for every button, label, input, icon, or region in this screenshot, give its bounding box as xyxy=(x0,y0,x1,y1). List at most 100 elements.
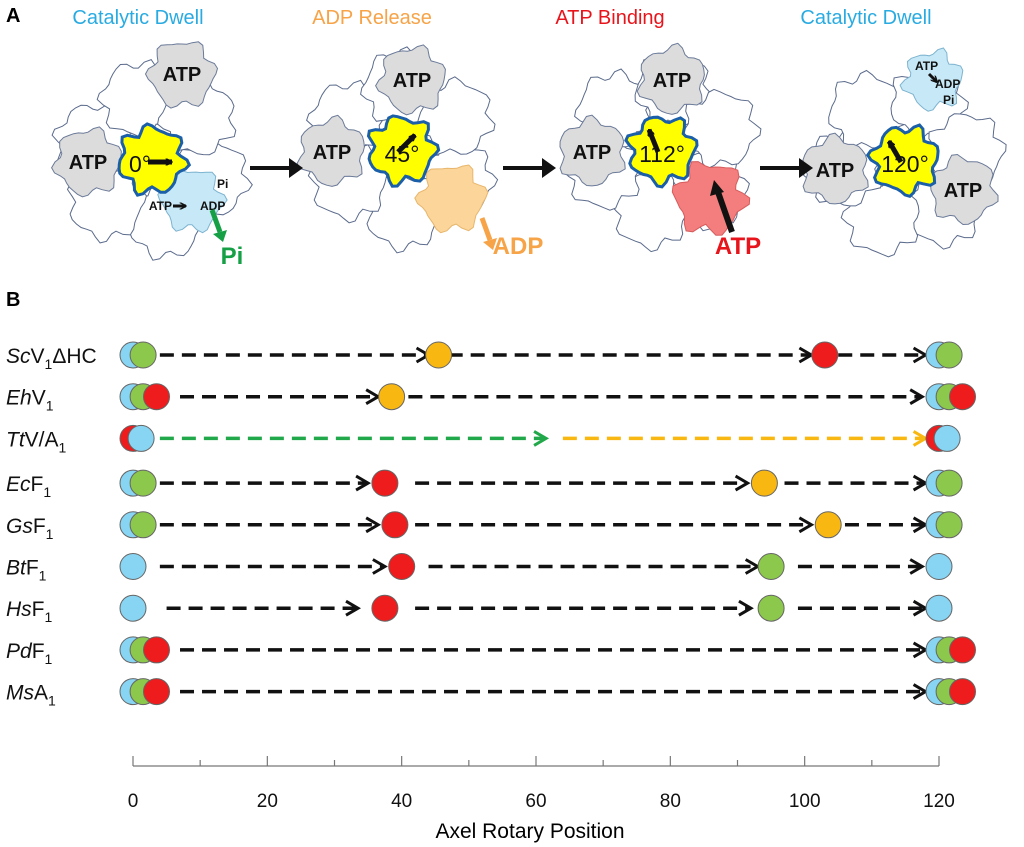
state-dot-red xyxy=(811,341,839,369)
row-1: ScV1ΔHC xyxy=(6,341,963,372)
x-axis-title: Axel Rotary Position xyxy=(435,820,624,843)
state-dot-green xyxy=(935,341,963,369)
sub-top-shape xyxy=(144,41,219,109)
state-dot-green xyxy=(757,594,785,622)
state-dot-red xyxy=(371,469,399,497)
state-dot-cyan xyxy=(119,553,147,580)
transition-arrowhead xyxy=(909,558,926,575)
state-dot-red xyxy=(949,678,976,706)
catalytic-site xyxy=(157,168,228,234)
row-3: TtV/A1 xyxy=(6,424,961,455)
row-label: HsF1 xyxy=(6,598,53,625)
binding-site xyxy=(671,161,751,236)
binding-arrow xyxy=(715,191,735,233)
state-dot-green xyxy=(935,469,963,497)
state-dot-red xyxy=(381,511,409,539)
state-dot-red xyxy=(143,678,170,706)
state-dot-red xyxy=(388,553,416,580)
stage-title: Catalytic Dwell xyxy=(72,7,203,29)
row-2: EhV1 xyxy=(6,383,976,414)
transition-arrowhead xyxy=(734,474,751,492)
transition-arrowhead xyxy=(533,430,550,447)
sub-top-label: ATP xyxy=(163,64,202,86)
row-label: PdF1 xyxy=(6,640,53,667)
release-arrow xyxy=(209,209,223,233)
stage-title: ATP Binding xyxy=(555,7,664,29)
sub-right-shape xyxy=(929,153,999,226)
rotor-angle: 112° xyxy=(639,141,685,167)
sub-left-label: ATP xyxy=(816,160,855,182)
state-dot-green xyxy=(129,511,157,539)
transition-arrowhead-2 xyxy=(542,158,556,178)
sub-left-shape xyxy=(559,114,626,187)
transition-arrowhead xyxy=(738,599,754,617)
state-dot-cyan xyxy=(925,553,953,580)
transition-arrowhead xyxy=(798,516,815,534)
row-4: EcF1 xyxy=(6,469,963,500)
panel-b-letter: B xyxy=(6,289,20,311)
sub-top-shape xyxy=(636,42,705,115)
panel-b-diagram: ScV1ΔHCEhV1TtV/A1EcF1GsF1BtF1HsF1PdF1MsA… xyxy=(6,341,976,812)
site-label: Pi xyxy=(217,177,228,191)
x-tick-label: 20 xyxy=(257,791,278,812)
row-label: EhV1 xyxy=(6,387,54,414)
site-label: ADP xyxy=(935,77,960,91)
state-dot-yellow xyxy=(750,469,778,497)
row-5: GsF1 xyxy=(6,511,963,542)
stage-title: Catalytic Dwell xyxy=(800,7,931,29)
x-tick-label: 40 xyxy=(391,791,412,812)
transition-arrowhead xyxy=(909,388,926,405)
state-dot-yellow xyxy=(814,511,842,539)
x-tick-label: 120 xyxy=(923,791,955,812)
sub-left-label: ATP xyxy=(69,152,108,174)
state-dot-cyan xyxy=(925,594,953,622)
state-dot-yellow xyxy=(425,341,453,369)
row-9: MsA1 xyxy=(6,678,976,709)
state-dot-cyan xyxy=(119,594,147,622)
sub-left-shape xyxy=(51,126,122,198)
x-tick-label: 0 xyxy=(128,791,139,812)
rotor-angle: 45° xyxy=(385,141,420,167)
release-arrow xyxy=(479,217,493,241)
state-dot-red xyxy=(143,383,170,411)
site-label: ATP xyxy=(915,59,938,73)
state-dot-yellow xyxy=(378,383,406,411)
sub-left-shape xyxy=(296,114,365,187)
rotor-shape xyxy=(366,114,441,188)
state-dot-cyan xyxy=(127,424,155,452)
x-tick-label: 100 xyxy=(789,791,821,812)
state-dot-green xyxy=(935,511,963,539)
state-dot-green xyxy=(129,341,157,369)
transition-arrowhead xyxy=(355,474,372,492)
transition-arrowhead xyxy=(345,599,361,617)
x-tick-label: 80 xyxy=(660,791,681,812)
sub-left-label: ATP xyxy=(313,142,352,164)
stage-title: ADP Release xyxy=(312,7,432,29)
row-8: PdF1 xyxy=(6,636,976,667)
rotor-angle: 0° xyxy=(129,151,151,177)
sub-top-label: ATP xyxy=(393,70,432,92)
rotor-arrow xyxy=(396,133,417,154)
state-dot-green xyxy=(757,553,785,580)
state-dot-green xyxy=(129,469,157,497)
state-dot-red xyxy=(949,383,976,411)
state-dot-red xyxy=(949,636,976,664)
binding-arrowhead xyxy=(710,180,724,196)
release-arrowhead xyxy=(213,230,227,242)
panel-a-letter: A xyxy=(6,5,20,27)
rotor-shape xyxy=(624,115,699,189)
sub-right-label: ATP xyxy=(944,180,983,202)
rotor-arrow xyxy=(646,130,661,153)
x-tick-label: 60 xyxy=(525,791,546,812)
state-dot-red xyxy=(143,636,170,664)
sub-top-label: ATP xyxy=(653,70,692,92)
site-label: ADP xyxy=(200,199,225,213)
release-arrowhead xyxy=(483,238,497,250)
bound-molecule: ATP xyxy=(715,233,761,260)
rotor-arrow xyxy=(886,141,904,164)
row-label: EcF1 xyxy=(6,473,51,500)
